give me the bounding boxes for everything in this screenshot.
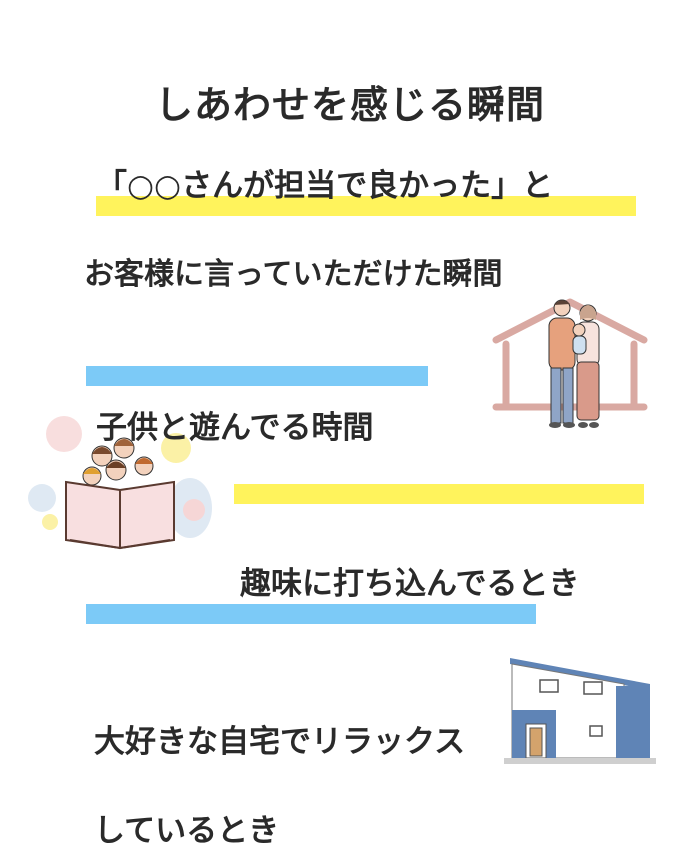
- item-2-line-1: 子供と遊んでる時間: [96, 410, 374, 447]
- house-illustration: [504, 658, 656, 764]
- page-title: しあわせを感じる瞬間: [154, 83, 545, 127]
- item-3-line-1: 趣味に打ち込んでるとき: [240, 566, 580, 603]
- children-reading-book-illustration: [28, 416, 212, 550]
- item-4-line-1: 大好きな自宅でリラックス: [94, 723, 466, 760]
- highlight-bar-3: [234, 484, 644, 504]
- highlight-bar-4: [86, 604, 536, 624]
- family-house-illustration: [492, 298, 648, 428]
- highlight-bar-1: [96, 196, 636, 216]
- highlight-bar-2: [86, 366, 428, 386]
- house-outline: [492, 298, 648, 344]
- item-1-line-2: お客様に言っていただけた瞬間: [84, 257, 503, 293]
- item-4-line-2: しているとき: [94, 812, 280, 849]
- item-1-line-1: 「○○さんが担当で良かった」と: [96, 168, 554, 204]
